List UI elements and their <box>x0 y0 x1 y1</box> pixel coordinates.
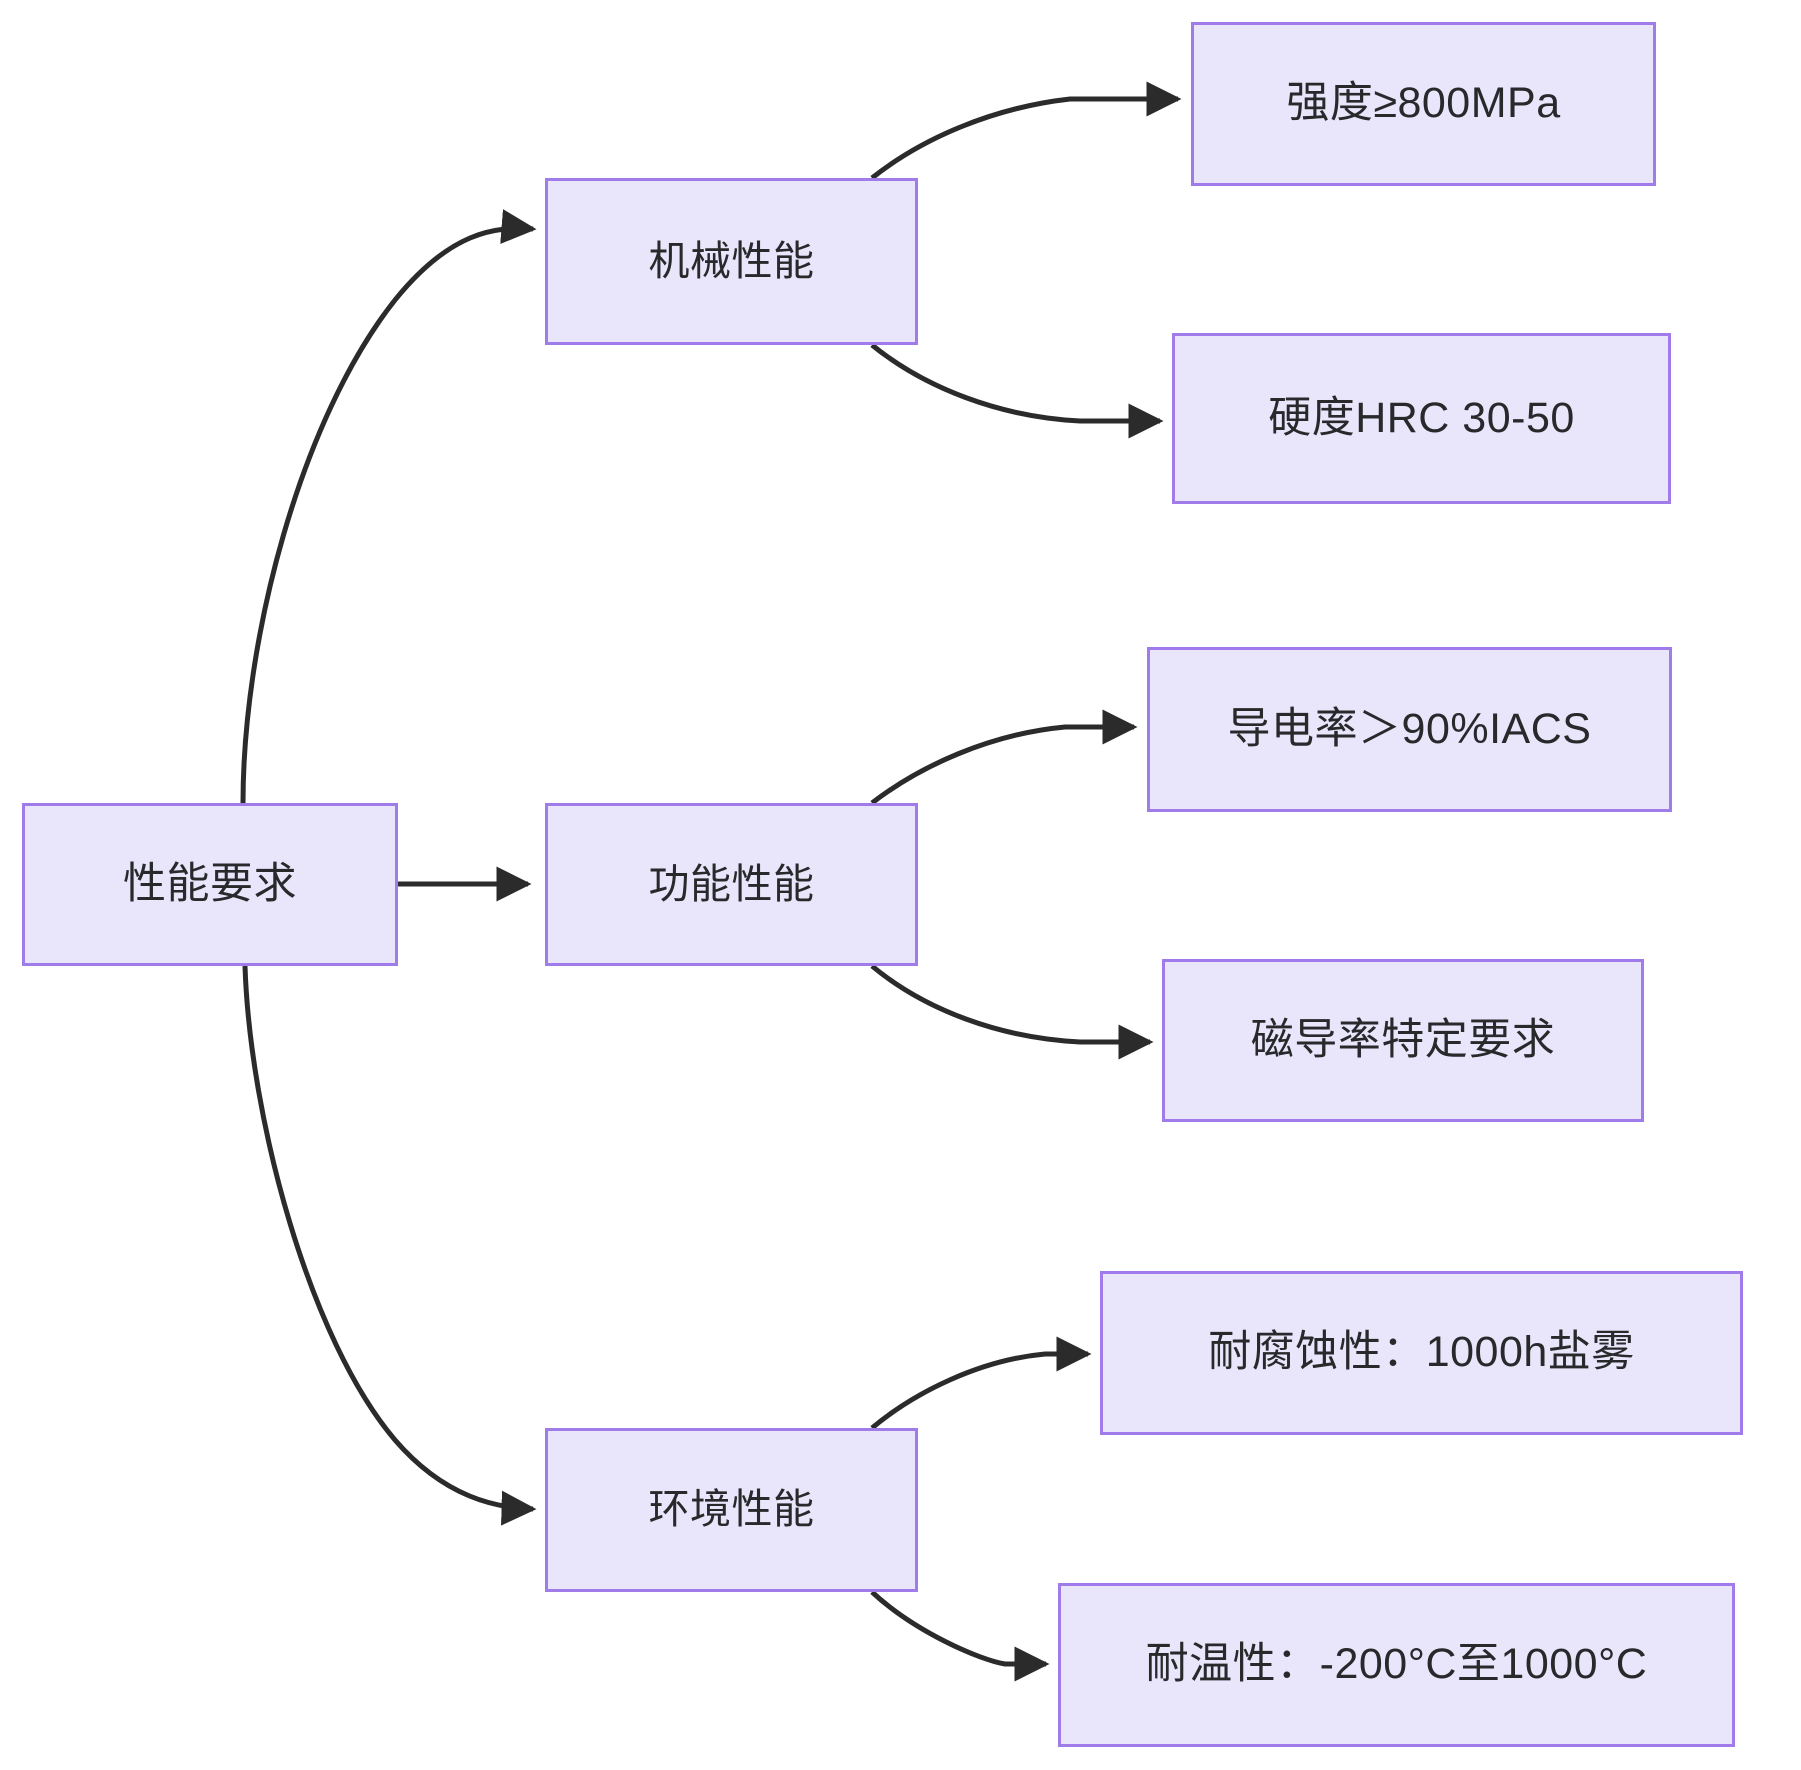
node-label: 功能性能 <box>648 860 815 907</box>
node-branch-mechanical[interactable]: 机械性能 <box>545 178 918 345</box>
node-leaf-corrosion-resistance[interactable]: 耐腐蚀性：1000h盐雾 <box>1100 1271 1743 1435</box>
node-branch-environmental[interactable]: 环境性能 <box>545 1428 918 1592</box>
node-label: 性能要求 <box>123 859 297 908</box>
node-leaf-temperature-resistance[interactable]: 耐温性：-200°C至1000°C <box>1058 1583 1735 1747</box>
edge-environmental-to-corrosion <box>870 1336 1092 1430</box>
edge-root-to-mechanical <box>240 209 537 804</box>
node-label: 机械性能 <box>648 237 815 284</box>
node-leaf-permeability[interactable]: 磁导率特定要求 <box>1162 959 1644 1122</box>
node-label: 强度≥800MPa <box>1286 79 1561 128</box>
node-label: 磁导率特定要求 <box>1250 1015 1556 1064</box>
node-leaf-conductivity[interactable]: 导电率＞90%IACS <box>1147 647 1672 812</box>
edge-mechanical-to-hardness <box>870 343 1164 439</box>
node-label: 耐温性：-200°C至1000°C <box>1145 1640 1648 1689</box>
node-label: 环境性能 <box>648 1486 815 1533</box>
node-label: 耐腐蚀性：1000h盐雾 <box>1208 1328 1635 1377</box>
node-root-performance-requirements[interactable]: 性能要求 <box>22 803 398 966</box>
edge-functional-to-permeability <box>870 964 1154 1060</box>
node-leaf-hardness[interactable]: 硬度HRC 30-50 <box>1172 333 1671 504</box>
node-label: 导电率＞90%IACS <box>1227 704 1592 753</box>
edge-mechanical-to-strength <box>870 81 1182 180</box>
edge-environmental-to-temperature <box>870 1590 1050 1682</box>
node-label: 硬度HRC 30-50 <box>1268 393 1575 442</box>
node-leaf-strength[interactable]: 强度≥800MPa <box>1191 22 1656 186</box>
edge-root-to-environmental <box>242 965 537 1526</box>
edge-functional-to-conductivity <box>870 709 1138 805</box>
node-branch-functional[interactable]: 功能性能 <box>545 803 918 966</box>
